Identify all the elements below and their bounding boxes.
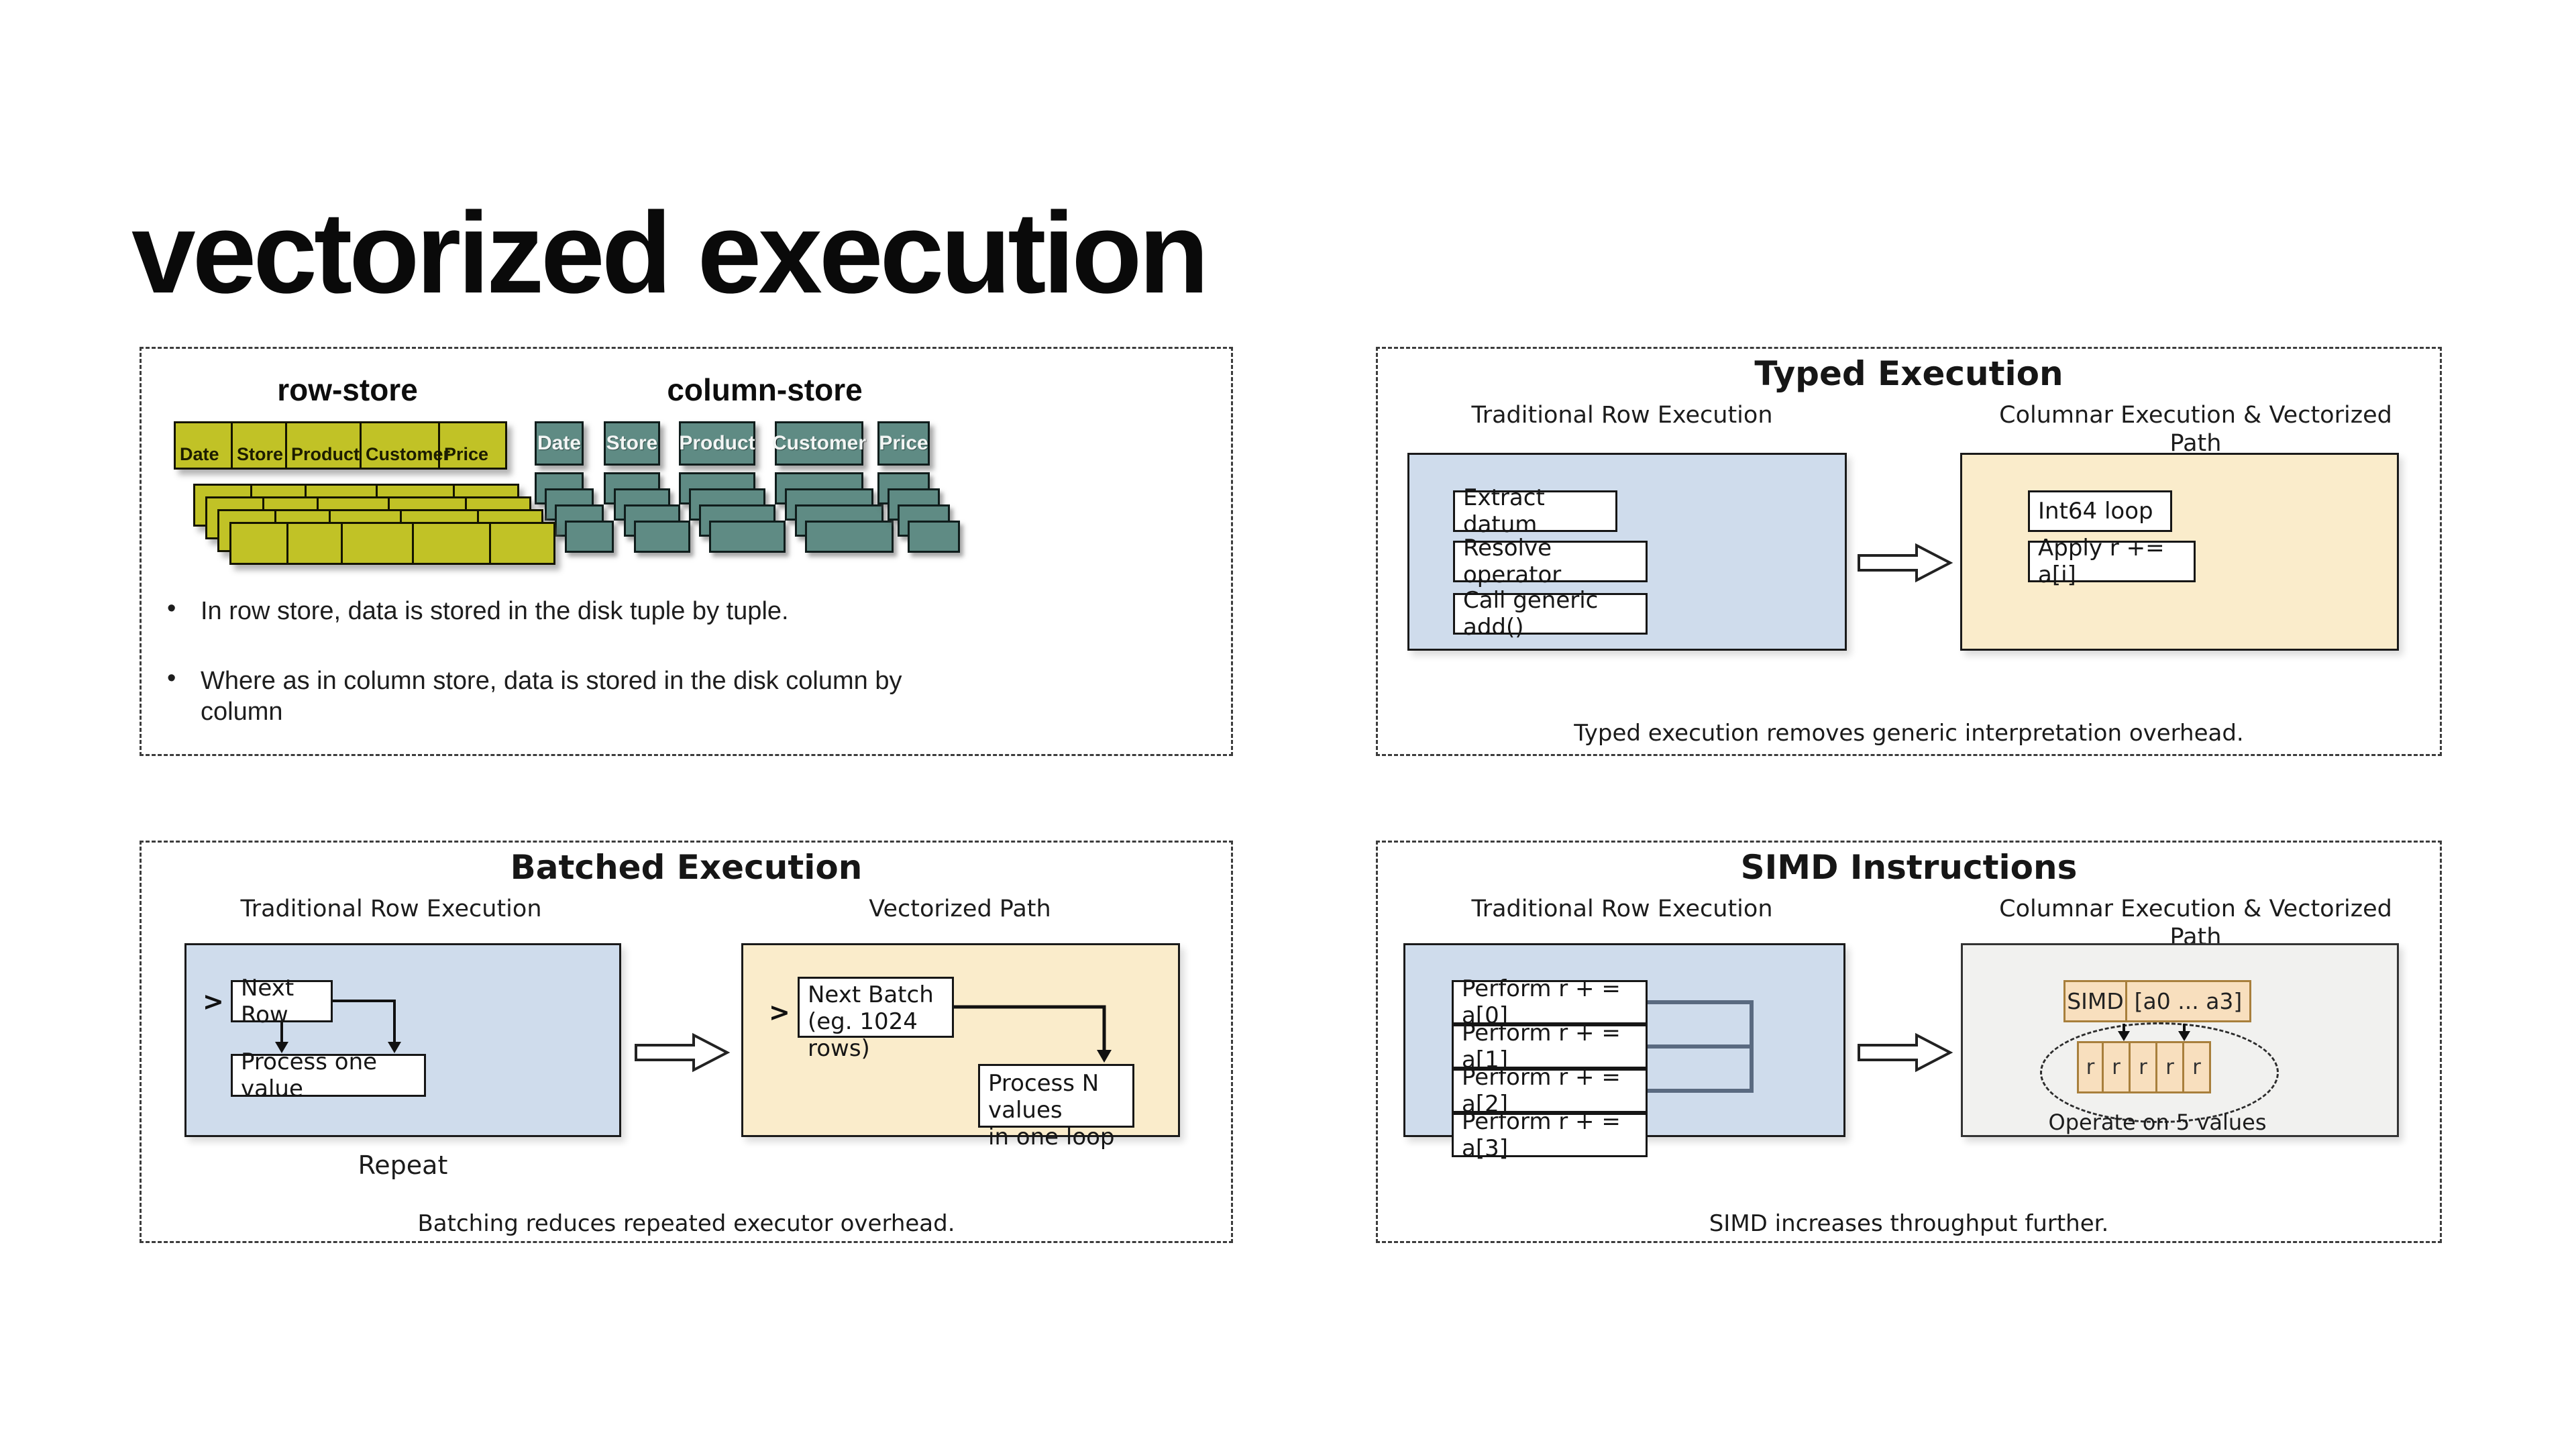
step-int64-loop: Int64 loop [2028,490,2172,532]
step-next-row: Next Row [231,975,333,1028]
simd-left-label: Traditional Row Execution [1471,896,1773,922]
simd-result-lanes: r r r r r [2077,1041,2211,1093]
simd-vectorized-box: SIMD [a0 ... a3] r r r r r Operate on 5 … [1961,943,2399,1137]
column-store-col-price: Price [877,421,930,466]
batched-vectorized-box: > Next Batch (eg. 1024 rows) Process N v… [741,943,1180,1150]
step-perform-a2: Perform r + = a[2] [1452,1064,1648,1118]
row-store-header-tuple: Date Store Product Customer Price [174,421,507,470]
step-next-batch: Next Batch (eg. 1024 rows) [798,977,954,1062]
col-label: Price [444,444,489,464]
row-store-col-customer: Customer [360,423,450,468]
batched-right-label: Vectorized Path [869,896,1051,922]
lane-r: r [2157,1041,2184,1093]
typed-vectorized-box: Int64 loop Apply r += a[i] [1960,453,2399,651]
operate-label: Operate on 5 values [2048,1110,2267,1135]
simd-caption: SIMD increases throughput further. [1709,1210,2109,1237]
col-label: Date [537,432,582,454]
column-chunk [634,521,690,553]
lane-r: r [2077,1041,2104,1093]
col-label: Product [291,444,360,464]
process-n-line1: Process N values [988,1070,1099,1124]
bullet-column-store: Where as in column store, data is stored… [201,667,902,726]
batched-caption: Batching reduces repeated executor overh… [417,1210,955,1237]
panel-storage-layout: row-store column-store Date Store Produc… [140,347,1233,756]
process-n-line2: in one loop [988,1124,1115,1150]
step-process-one-value: Process one value [231,1049,426,1102]
typed-row-execution-box: Extract datum Resolve operator Call gene… [1407,453,1847,651]
bullet-icon: • [167,664,176,692]
panel-typed-execution: Typed Execution Traditional Row Executio… [1376,347,2442,756]
step-perform-a3: Perform r + = a[3] [1452,1108,1648,1162]
simd-lanes-ellipse [2040,1022,2279,1123]
flow-arrow-icon [1858,1032,1953,1073]
row-store-heading: row-store [277,372,418,407]
col-label: Price [879,432,928,454]
batched-row-execution-box: > Next Row Process one value [184,943,621,1137]
row-store-col-store: Store [231,423,285,468]
step-call-generic-add: Call generic add() [1453,587,1648,641]
col-label: Customer [366,444,451,464]
typed-right-label: Columnar Execution & Vectorized Path [1999,402,2392,457]
step-perform-a0: Perform r + = a[0] [1452,975,1648,1029]
column-chunk [805,521,894,553]
step-extract-datum: Extract datum [1453,484,1617,538]
batched-title: Batched Execution [510,848,863,887]
next-batch-line2: (eg. 1024 rows) [808,1008,918,1062]
column-store-heading: column-store [667,372,863,407]
next-batch-line1: Next Batch [808,981,934,1008]
lane-r: r [2104,1041,2131,1093]
bullet-icon: • [167,594,176,623]
lane-r: r [2131,1041,2157,1093]
col-label: Customer [771,432,867,454]
column-store-col-product: Product [679,421,755,466]
column-store-col-store: Store [604,421,660,466]
col-label: Store [606,432,658,454]
page-title: vectorized execution [131,189,1209,318]
row-store-col-product: Product [285,423,360,468]
typed-left-label: Traditional Row Execution [1471,402,1773,429]
column-chunk [709,521,786,553]
simd-title: SIMD Instructions [1740,848,2078,887]
panel-batched-execution: Batched Execution Traditional Row Execut… [140,841,1233,1243]
simd-register-cell: SIMD [2063,980,2127,1022]
column-store-col-customer: Customer [771,421,867,466]
cursor-marker: > [203,987,224,1016]
cursor-marker: > [769,998,790,1027]
batched-left-label: Traditional Row Execution [240,896,542,922]
col-label: Store [237,444,284,464]
typed-caption: Typed execution removes generic interpre… [1574,720,2244,747]
repeat-label: Repeat [358,1150,448,1180]
flow-arrow-icon [1858,543,1953,583]
simd-row-execution-box: Perform r + = a[0] Perform r + = a[1] Pe… [1403,943,1845,1162]
col-label: Product [679,432,755,454]
row-store-col-price: Price [438,423,505,468]
col-label: Date [180,444,219,464]
typed-title: Typed Execution [1754,354,2063,393]
column-chunk [565,521,614,553]
panel-simd-instructions: SIMD Instructions Traditional Row Execut… [1376,841,2442,1243]
step-resolve-operator: Resolve operator [1453,535,1648,588]
lane-r: r [2184,1041,2211,1093]
row-store-col-date: Date [176,423,231,468]
step-apply-r: Apply r += a[i] [2028,535,2196,588]
flow-arrow-icon [635,1032,731,1073]
bullet-row-store: In row store, data is stored in the disk… [201,597,789,625]
step-perform-a1: Perform r + = a[1] [1452,1020,1648,1073]
column-store-col-date: Date [535,421,584,466]
simd-operand-cell: [a0 ... a3] [2125,980,2251,1022]
column-chunk [908,521,960,553]
step-process-n-values: Process N values in one loop [978,1064,1134,1150]
row-tuple [229,522,555,565]
